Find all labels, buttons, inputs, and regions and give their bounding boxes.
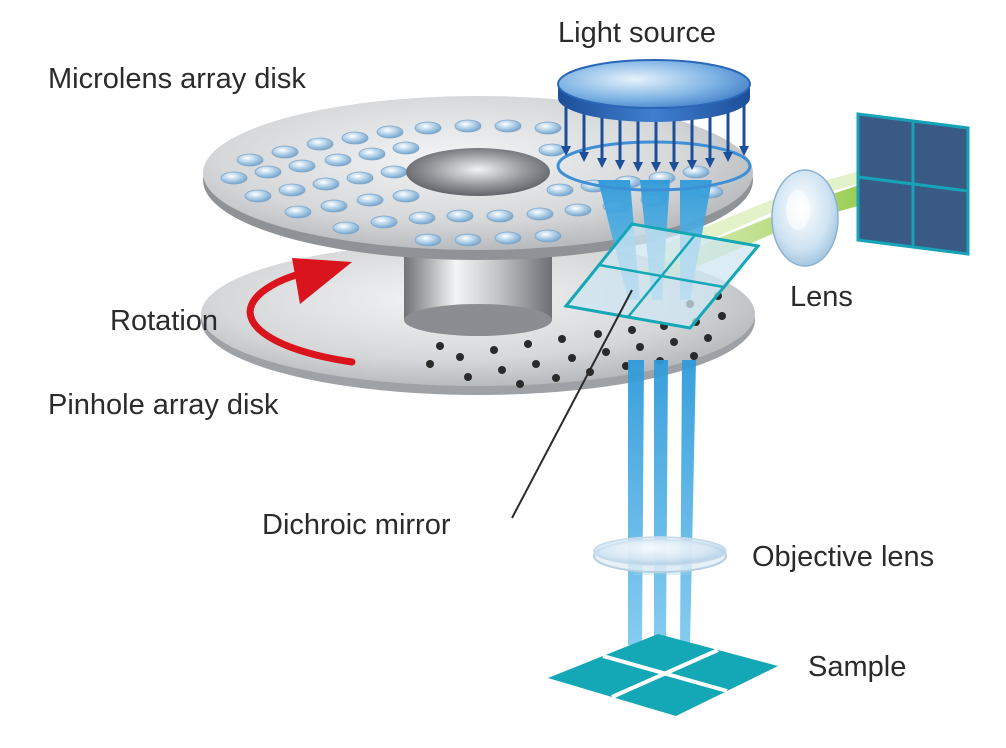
rotation-label: Rotation — [110, 305, 219, 337]
tube-lens — [771, 169, 839, 267]
lens-label: Lens — [790, 281, 853, 313]
microlens-array-disk-label: Microlens array disk — [48, 63, 306, 95]
objective-lens-label: Objective lens — [752, 541, 935, 573]
light-source-label: Light source — [558, 17, 716, 49]
objective-lens — [593, 536, 727, 573]
rotation-arrow — [246, 258, 356, 366]
sample — [548, 634, 778, 716]
excitation-beams-lower — [628, 360, 696, 645]
light-source — [556, 59, 752, 192]
detector-camera — [856, 112, 970, 256]
sample-label: Sample — [808, 651, 907, 683]
dichroic-leader-line — [511, 289, 633, 519]
center-hole — [406, 148, 550, 196]
dichroic-mirror — [563, 222, 761, 330]
pinhole-array-disk-label: Pinhole array disk — [48, 389, 279, 421]
dichroic-mirror-label: Dichroic mirror — [262, 509, 451, 541]
microlenses — [220, 119, 724, 247]
